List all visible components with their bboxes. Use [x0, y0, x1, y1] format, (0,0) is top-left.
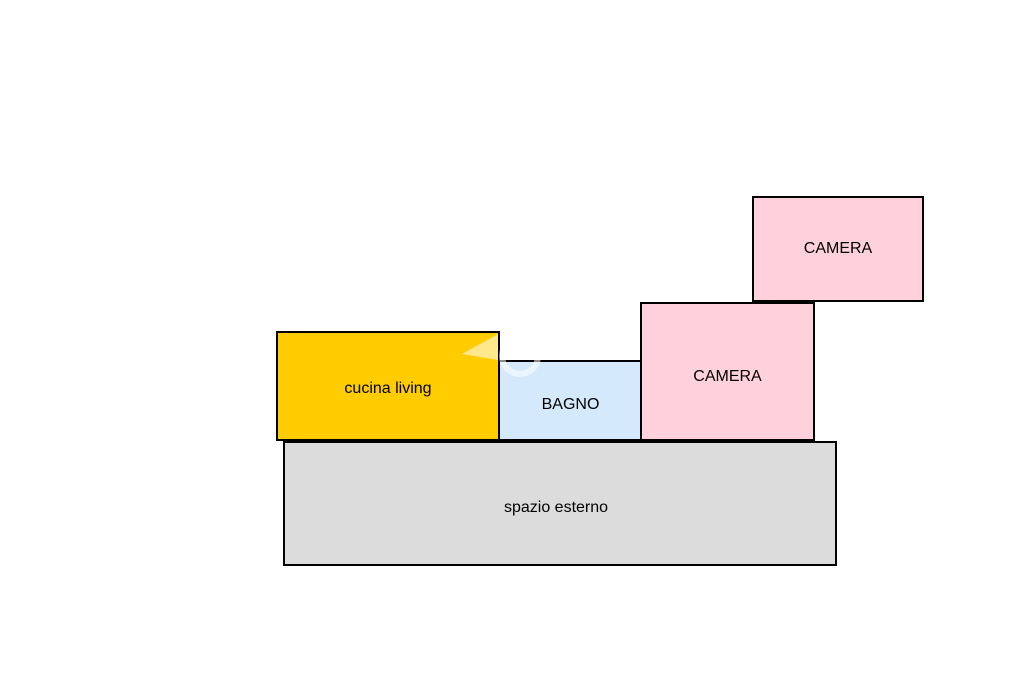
room-camera-2: CAMERA [752, 196, 924, 302]
room-spazio-esterno: spazio esterno [283, 441, 837, 566]
room-bagno: BAGNO [498, 360, 643, 441]
room-cucina-living: cucina living [276, 331, 500, 441]
room-label-bagno: BAGNO [541, 395, 600, 413]
room-label-spazio-esterno: spazio esterno [503, 498, 609, 516]
room-label-camera-1: CAMERA [693, 367, 762, 385]
room-label-camera-2: CAMERA [803, 240, 873, 257]
room-label-cucina-living: cucina living [344, 380, 432, 397]
room-camera-1: CAMERA [640, 302, 815, 441]
